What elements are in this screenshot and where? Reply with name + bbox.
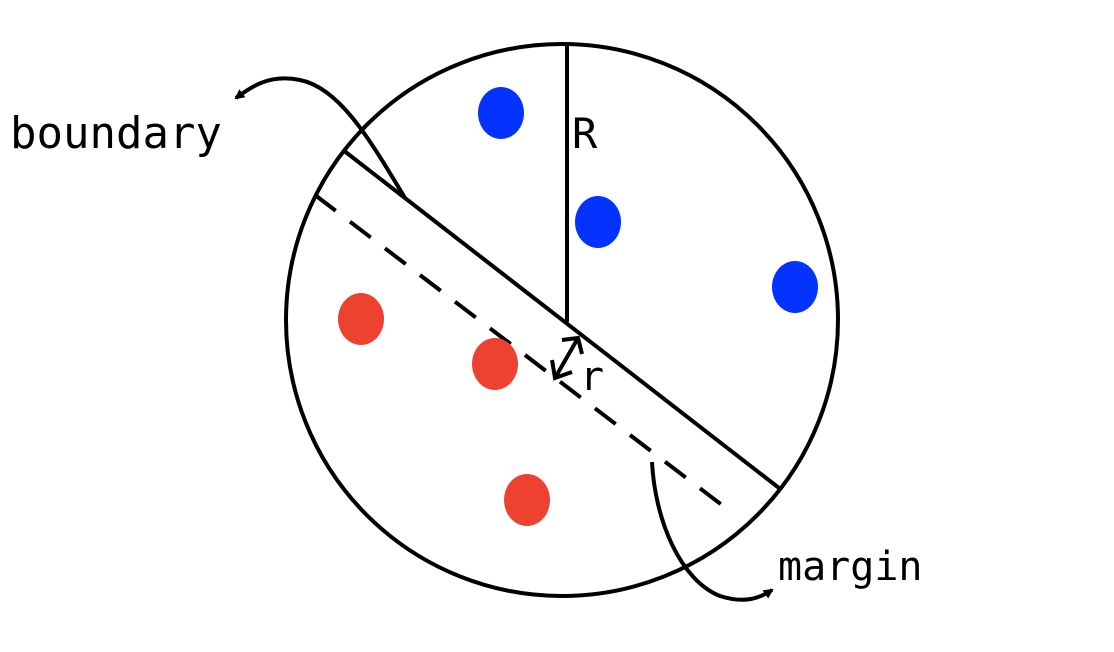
margin-dashed-line [313,193,737,517]
blue-point [772,261,818,313]
boundary-label: boundary [10,108,222,159]
blue-point [575,196,621,248]
margin-label: margin [778,544,923,590]
enclosing-circle [284,42,840,598]
red-point [338,293,384,345]
radius-r-label: r [580,354,604,400]
radius-R-label: R [572,109,598,158]
red-point [504,474,550,526]
margin-callout-arrow [650,461,774,602]
red-point [472,338,518,390]
boundary-line [341,148,781,490]
blue-point [478,87,524,139]
r-double-arrow [550,335,584,381]
boundary-callout-arrow [234,76,407,200]
